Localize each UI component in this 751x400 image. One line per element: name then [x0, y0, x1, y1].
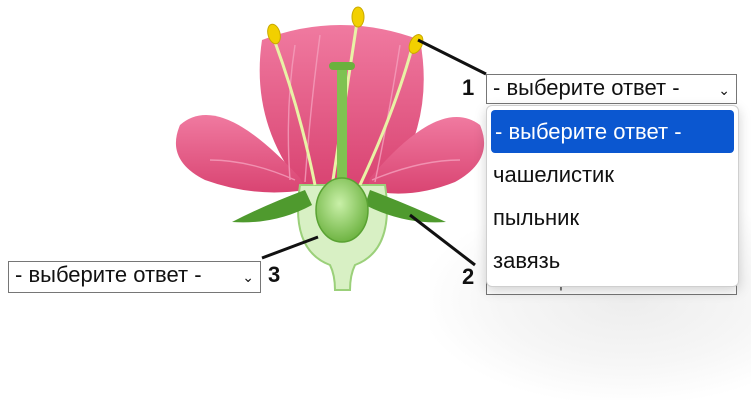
chevron-down-icon: ⌄: [242, 269, 254, 285]
label-number-1: 1: [462, 75, 475, 100]
pistil-style: [337, 68, 347, 190]
pointer-line-1: [417, 38, 487, 76]
dropdown-option[interactable]: чашелистик: [493, 162, 614, 187]
answer-select-1-value: - выберите ответ -: [493, 75, 680, 100]
answer-select-3-value: - выберите ответ -: [15, 262, 202, 287]
label-number-3: 3: [268, 262, 281, 287]
dropdown-option[interactable]: - выберите ответ -: [491, 110, 734, 153]
petal-right: [368, 117, 485, 194]
dropdown-option[interactable]: завязь: [493, 248, 561, 273]
stigma: [329, 62, 355, 70]
petal-left: [175, 115, 305, 193]
dropdown-list: - выберите ответ - чашелистик пыльник за…: [486, 105, 739, 287]
pointer-line-2: [409, 213, 476, 267]
sepal-left: [232, 190, 312, 223]
ovary: [315, 177, 369, 243]
dropdown-option[interactable]: пыльник: [493, 205, 580, 230]
label-number-2: 2: [462, 264, 475, 289]
answer-select-3[interactable]: - выберите ответ - ⌄: [8, 261, 261, 293]
sepal-right: [365, 190, 446, 223]
answer-select-1[interactable]: - выберите ответ - ⌄: [486, 74, 737, 104]
anther-middle: [351, 6, 365, 28]
chevron-down-icon: ⌄: [718, 82, 730, 98]
pointer-line-3: [261, 235, 319, 260]
anther-left: [267, 23, 281, 45]
